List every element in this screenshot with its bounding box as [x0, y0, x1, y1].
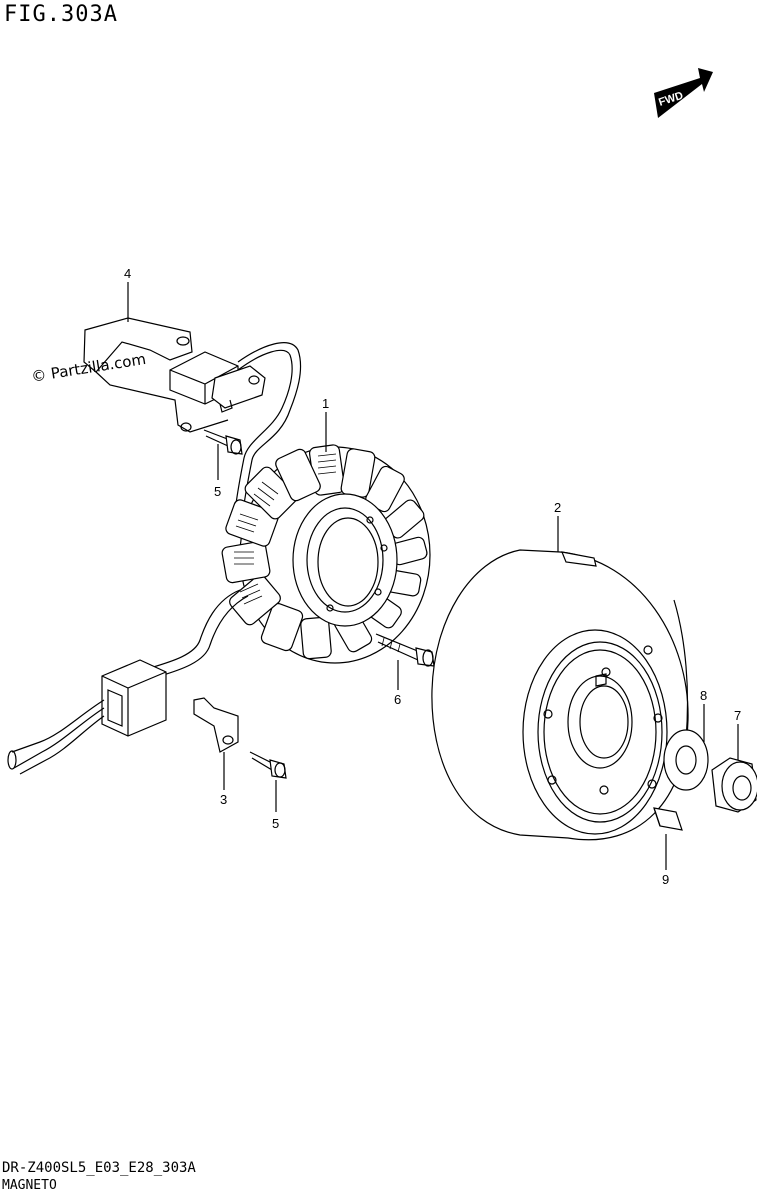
callout-5-upper: 5: [214, 484, 221, 499]
callout-2: 2: [554, 500, 561, 515]
part-5-bolt-lower: [249, 751, 287, 779]
callout-1: 1: [322, 396, 329, 411]
callout-3: 3: [220, 792, 227, 807]
callout-5-lower: 5: [272, 816, 279, 831]
callout-4: 4: [124, 266, 131, 281]
part-8-washer: [663, 729, 709, 791]
part-4-bracket: [83, 317, 266, 433]
callout-leaders: [127, 282, 739, 870]
figure-code: DR-Z400SL5_E03_E28_303A: [2, 1160, 196, 1176]
part-5-bolt-upper: [203, 429, 243, 455]
callout-8: 8: [700, 688, 707, 703]
callout-6: 6: [394, 692, 401, 707]
callout-7: 7: [734, 708, 741, 723]
part-3-bracket: [193, 697, 239, 753]
fwd-arrow-icon: FWD: [654, 68, 713, 118]
callout-9: 9: [662, 872, 669, 887]
part-1-stator: [221, 444, 431, 664]
part-9-key: [653, 807, 683, 831]
figure-name: MAGNETO: [2, 1178, 57, 1193]
part-7-nut: [711, 757, 757, 813]
figure-title: FIG.303A: [4, 2, 118, 27]
stator-connector: [101, 659, 167, 737]
part-2-rotor: [431, 549, 689, 841]
